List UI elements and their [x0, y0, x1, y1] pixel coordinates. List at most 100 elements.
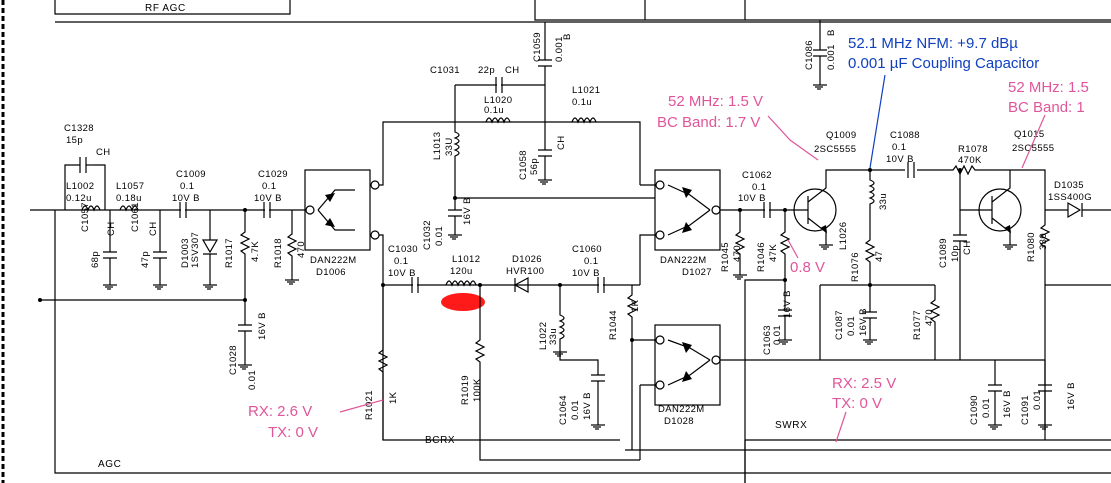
c1030-label: C1030	[388, 244, 418, 255]
r1046-label: R1046	[756, 242, 767, 272]
c1061-value: 47p	[140, 251, 151, 268]
l1012-label: L1012	[452, 254, 480, 265]
c1064-rating: 16V B	[582, 392, 593, 420]
c1032-label: C1032	[422, 220, 433, 250]
note-tx-0-left: TX: 0 V	[268, 424, 318, 441]
r1018-value: 470	[296, 241, 307, 258]
c1029-label: C1029	[258, 169, 288, 180]
c1087-label: C1087	[834, 310, 845, 340]
c1058-type: CH	[556, 135, 567, 150]
l1013-value: 33U	[444, 137, 455, 156]
c1031-label: C1031	[430, 65, 460, 76]
c1088-label: C1088	[890, 130, 920, 141]
c1032-rating: 16V B	[462, 197, 473, 225]
r1044-value: 1K	[630, 299, 641, 312]
l1057-coil	[119, 205, 139, 212]
swrx-line	[744, 439, 1111, 483]
c1091-value: 0.01	[1032, 390, 1043, 410]
upper-tank-wires	[454, 84, 641, 185]
r1078-symbol	[945, 164, 995, 176]
c1086-type: B	[826, 29, 837, 36]
d1028-package	[654, 324, 721, 406]
c1030-value: 0.1	[394, 256, 408, 267]
l1020-value: 0.1u	[484, 105, 504, 116]
d1003-symbol	[201, 210, 219, 285]
c1031-type: CH	[505, 65, 520, 76]
l1057-value: 0.18u	[116, 193, 142, 204]
r1076-value: 47	[874, 251, 885, 262]
c1009-rating: 10V B	[172, 193, 200, 204]
c1089-symbol	[953, 210, 967, 360]
d1006-ref: D1006	[316, 267, 346, 278]
l1012-coil	[445, 280, 477, 287]
d1027-ref: D1027	[682, 267, 712, 278]
q1009-leads	[795, 169, 870, 245]
c1091-symbol	[1038, 360, 1052, 425]
note-rx-26: RX: 2.6 V	[248, 403, 312, 420]
c1087-rating: 16V B	[858, 308, 869, 336]
note-rx-25: RX: 2.5 V	[832, 375, 896, 392]
note-bc-band-right: BC Band: 1	[1008, 99, 1085, 116]
pointer-left	[767, 115, 819, 161]
l1057-label: L1057	[116, 181, 144, 192]
c1057-symbol	[103, 210, 117, 285]
r1077-label: R1077	[912, 310, 923, 340]
c1063-bias	[744, 279, 785, 483]
c1009-label: C1009	[176, 169, 206, 180]
r1045-symbol	[734, 210, 746, 275]
l1022-label: L1022	[538, 322, 549, 350]
r1018-symbol	[286, 210, 298, 280]
r1045-label: R1045	[720, 242, 731, 272]
l1012-value: 120u	[450, 266, 473, 277]
note-52mhz-left: 52 MHz: 1.5 V	[668, 93, 763, 110]
r1077-value: 470	[924, 309, 935, 326]
c1030-rating: 10V B	[388, 268, 416, 279]
c1032-value: 0.01	[434, 226, 445, 246]
r1044-label: R1044	[608, 310, 619, 340]
c1086-symbol	[813, 20, 827, 85]
q1015-label: Q1015	[1014, 129, 1045, 140]
r1078-label: R1078	[958, 144, 988, 155]
c1029-rating: 10V B	[254, 193, 282, 204]
c1029-value: 0.1	[262, 181, 276, 192]
l1020-label: L1020	[484, 95, 512, 106]
d1027-input-wires	[639, 184, 656, 285]
d1006-diodes	[317, 189, 355, 231]
agc-frame	[54, 210, 1111, 474]
l1022-coil	[558, 285, 565, 352]
c1060-rating: 10V B	[572, 268, 600, 279]
d1027-part: DAN222M	[660, 255, 707, 266]
l1002-label: L1002	[66, 181, 94, 192]
d1027-package	[654, 169, 721, 251]
r1021-label: R1021	[364, 390, 375, 420]
c1090-rating: 16V B	[1002, 390, 1013, 418]
c1061-label: C1061	[130, 202, 141, 232]
c1086-value: 0.001	[826, 44, 837, 70]
net-bcrx: BCRX	[425, 435, 455, 446]
c1062-value: 0.1	[752, 182, 766, 193]
c1088-value: 0.1	[892, 142, 906, 153]
c1089-value: 10p	[950, 245, 961, 262]
r1080-label: R1080	[1026, 232, 1037, 262]
d1027-diodes	[667, 184, 711, 236]
l1026-value: 33u	[878, 193, 889, 210]
net-swrx: SWRX	[775, 420, 807, 431]
r1077-symbol	[929, 285, 941, 360]
r1021-value: 1K	[388, 391, 399, 404]
vcc-rail	[819, 284, 935, 360]
l1026-coil	[868, 170, 875, 225]
r1078-value: 470K	[958, 155, 982, 166]
c1088-rating: 10V B	[886, 154, 914, 165]
pointer-rx26	[339, 399, 384, 413]
pointer-rx25	[835, 411, 847, 443]
c1064-value: 0.01	[570, 400, 581, 420]
c1328-value: 15p	[66, 135, 83, 146]
net-rf-agc: RF AGC	[145, 3, 186, 14]
c1328-type: CH	[96, 147, 111, 158]
l1013-label: L1013	[432, 132, 443, 160]
c1057-value: 68p	[90, 251, 101, 268]
r1076-label: R1076	[850, 252, 861, 282]
note-coupling-cap: 0.001 µF Coupling Capacitor	[848, 55, 1039, 72]
l1002-value: 0.12u	[66, 193, 92, 204]
